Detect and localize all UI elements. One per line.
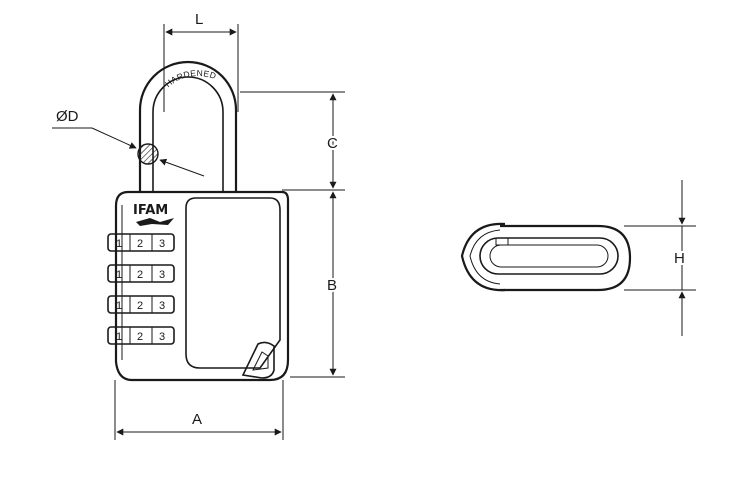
lock-body [114, 190, 290, 382]
dial-row: 1 2 3 [107, 233, 175, 252]
dimension-B: B [290, 191, 345, 378]
dial-digit: 1 [116, 331, 122, 343]
dimension-A: A [114, 380, 284, 440]
dial-digit: 3 [159, 300, 165, 312]
dimension-label-A: A [192, 411, 202, 428]
dial-digit: 2 [137, 331, 143, 343]
reset-button [241, 341, 275, 379]
dial-digit: 1 [116, 238, 122, 250]
front-view: HARDENED IFAM 1 2 3 [52, 11, 345, 440]
dimension-label-D: ØD [56, 108, 79, 125]
dimension-label-C: C [327, 135, 338, 152]
dimension-L: L [163, 11, 239, 112]
dial-digit: 1 [116, 300, 122, 312]
dimension-label-B: B [327, 277, 337, 294]
dial-knurl [460, 222, 506, 292]
dimension-label-L: L [195, 11, 203, 28]
dial-digit: 3 [159, 269, 165, 281]
dial-digit: 3 [159, 238, 165, 250]
dial-row: 1 2 3 [107, 295, 175, 314]
shackle-engraving-text: HARDENED [163, 68, 218, 89]
dial-digit: 1 [116, 269, 122, 281]
shackle-section-hatched-circle [137, 143, 159, 165]
top-view: H [460, 180, 696, 336]
dial-row: 1 2 3 [107, 326, 175, 345]
dimension-H: H [624, 180, 696, 336]
shackle: HARDENED [138, 60, 238, 192]
top-body-outline [500, 224, 632, 292]
dial-digit: 3 [159, 331, 165, 343]
dial-row: 1 2 3 [107, 264, 175, 283]
dimension-D: ØD [52, 108, 205, 177]
dial-digit: 2 [137, 269, 143, 281]
logo-mark-icon [136, 218, 174, 226]
dimension-C: C [240, 91, 345, 191]
top-shackle-slot [479, 237, 619, 275]
dial-digit: 2 [137, 238, 143, 250]
combination-dials: 1 2 3 1 2 3 1 2 3 1 2 [107, 233, 175, 345]
brand-logo: IFAM [133, 203, 174, 226]
dial-digit: 2 [137, 300, 143, 312]
dimension-label-H: H [674, 250, 685, 267]
logo-text: IFAM [133, 203, 168, 218]
